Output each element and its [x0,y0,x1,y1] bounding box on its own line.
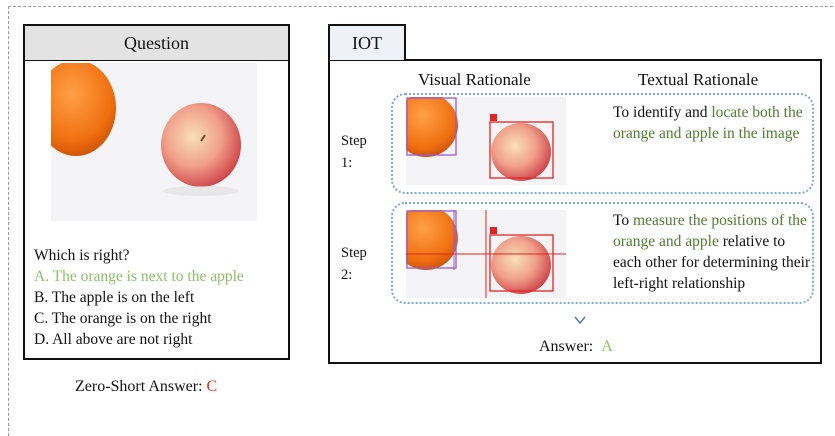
outer-dashed-frame [8,6,835,436]
question-prompt: Which is right? [34,247,130,264]
step-1-label-line2: 1: [341,155,353,171]
step-2-label: Step 2: [341,242,367,286]
step-2-text-highlight: measure the positions of the orange and … [613,212,807,250]
option-c: C. The orange is on the right [34,310,212,327]
step-1-visual [406,97,566,185]
option-d: D. All above are not right [34,331,193,348]
iot-answer: Answer: A [539,338,613,356]
step-2-label-line1: Step [341,245,367,261]
answer-value: A [601,338,613,355]
step-2-box [391,202,814,304]
chevron-down-icon [574,316,586,325]
step-2-text-rest: relative to each other for determining t… [613,233,811,292]
step-1-text-plain: To identify and [613,104,712,121]
option-b: B. The apple is on the left [34,289,195,306]
step-2-label-line2: 2: [341,267,353,283]
step-1-label: Step 1: [341,130,367,174]
step-1-text-highlight: locate both the orange and apple in the … [613,104,803,142]
orange-apple-image [51,63,257,221]
textual-rationale-header: Textual Rationale [638,70,759,89]
iot-tab: IOT [328,24,406,60]
question-header: Question [25,26,288,61]
zero-shot-answer: Zero-Short Answer: C [75,378,217,396]
option-a: A. The orange is next to the apple [34,268,244,285]
step-1-box [391,93,814,194]
iot-panel [328,59,822,364]
question-panel: Question Which is right? A. The orange i… [23,24,290,360]
step-1-label-line1: Step [341,133,367,149]
zero-shot-label: Zero-Short Answer: [75,378,207,395]
zero-shot-value: C [206,378,218,395]
step-2-text: To measure the positions of the orange a… [613,210,813,294]
visual-rationale-header: Visual Rationale [418,70,531,89]
step-2-text-plain: To [613,212,634,229]
step-2-visual [406,210,566,298]
step-1-text: To identify and locate both the orange a… [613,102,813,144]
options-list: Which is right? A. The orange is next to… [34,245,244,350]
answer-label: Answer: [539,338,594,355]
